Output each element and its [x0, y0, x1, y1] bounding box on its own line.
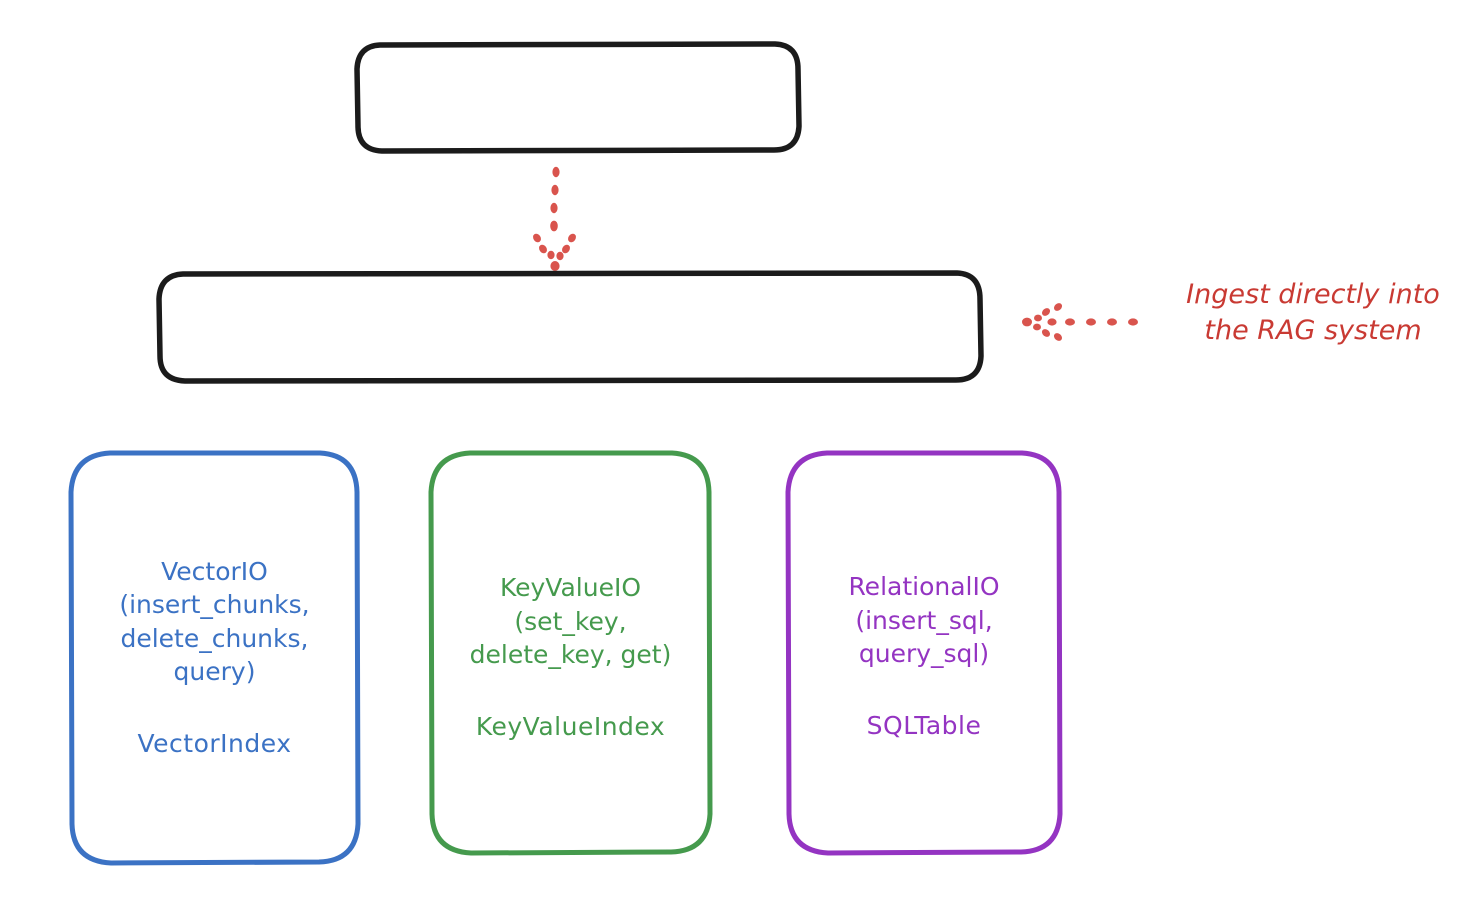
node-vector-io[interactable]: VectorIO (insert_chunks, delete_chunks, … — [68, 450, 361, 866]
node-key-value-io[interactable]: KeyValueIO (set_key, delete_key, get) Ke… — [428, 450, 713, 856]
node-agent[interactable]: AGENT — [354, 41, 802, 154]
key-value-io-title: KeyValueIO (set_key, delete_key, get) — [469, 573, 672, 670]
agent-label: AGENT — [512, 80, 644, 115]
relational-io-title: RelationalIO (insert_sql, query_sql) — [848, 572, 1000, 669]
edge-agent-to-rag-tool — [533, 166, 576, 271]
node-rag-tool[interactable]: RAG Tool — [156, 270, 984, 384]
key-value-io-subtitle: KeyValueIndex — [475, 711, 666, 741]
edge-ingest-arrow — [1022, 303, 1138, 341]
relational-io-subtitle: SQLTable — [866, 710, 982, 740]
vector-io-subtitle: VectorIndex — [137, 728, 292, 758]
vector-io-title: VectorIO (insert_chunks, delete_chunks, … — [119, 556, 310, 687]
rag-tool-label: RAG Tool — [501, 310, 640, 344]
node-relational-io[interactable]: RelationalIO (insert_sql, query_sql) SQL… — [785, 450, 1063, 856]
ingest-annotation-label: Ingest directly into the RAG system — [1186, 279, 1440, 347]
